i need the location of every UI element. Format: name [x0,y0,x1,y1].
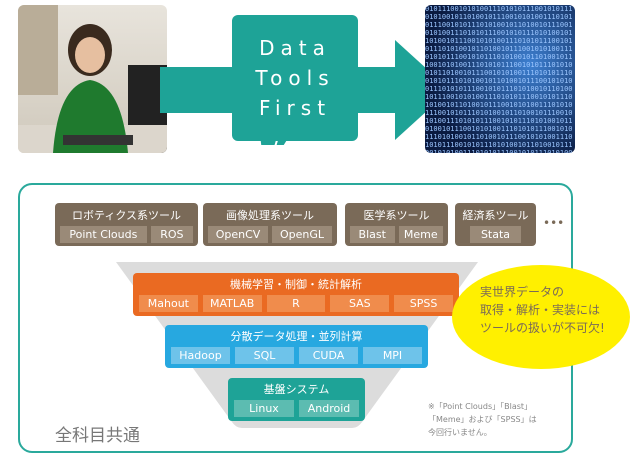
title-line: Data [259,36,331,60]
tool-item: Point Clouds [60,226,147,243]
category-label: 画像処理系ツール [226,209,314,222]
more-ellipsis: ••• [543,216,565,230]
tool-item: Blast [350,226,395,243]
title-line: Tools [255,66,335,90]
layer-base-system: 基盤システム Linux Android [228,378,365,421]
tool-item: SPSS [394,295,453,312]
note-line: 今回行いません。 [428,428,492,437]
tool-item: R [266,295,326,312]
tool-item: ROS [150,226,193,243]
tool-item: CUDA [299,347,358,364]
data-stream-image: 0101110010101001110101011100101011101010… [425,5,575,153]
tool-item: Mahout [139,295,198,312]
data-tools-first-box: Data Tools First [232,15,358,141]
category-economics: 経済系ツール Stata [455,203,536,246]
layer-label: 分散データ処理・並列計算 [230,330,363,343]
footnote: ※「Point Clouds」「Blast」 「Meme」および「SPSS」は … [428,400,537,439]
tool-item: Android [299,400,359,417]
tool-item: OpenCV [208,226,268,243]
callout-bubble: 実世界データの 取得・解析・実装には ツールの扱いが不可欠! [452,265,630,369]
tool-item: MPI [363,347,422,364]
callout-line: 実世界データの [480,285,565,299]
category-label: 医学系ツール [363,209,430,222]
callout-line: 取得・解析・実装には [480,303,601,317]
category-label: 経済系ツール [462,209,529,222]
tool-item: SAS [330,295,390,312]
tool-item: Stata [470,226,521,243]
tool-item: OpenGL [272,226,332,243]
callout-line: ツールの扱いが不可欠! [480,321,605,335]
tool-item: MATLAB [202,295,262,312]
title-line: First [258,96,332,120]
tool-item: SQL [235,347,294,364]
tool-item: Linux [234,400,294,417]
student-illustration [18,5,167,153]
layer-label: 基盤システム [263,383,330,396]
layer-distributed: 分散データ処理・並列計算 Hadoop SQL CUDA MPI [165,325,428,368]
tool-item: Meme [398,226,443,243]
tool-item: Hadoop [171,347,230,364]
note-line: ※「Point Clouds」「Blast」 [428,402,533,411]
category-label: ロボティクス系ツール [71,209,181,222]
note-line: 「Meme」および「SPSS」は [428,415,537,424]
layer-label: 機械学習・制御・統計解析 [230,278,362,291]
common-label: 全科目共通 [55,426,140,446]
student-photo [18,5,167,153]
